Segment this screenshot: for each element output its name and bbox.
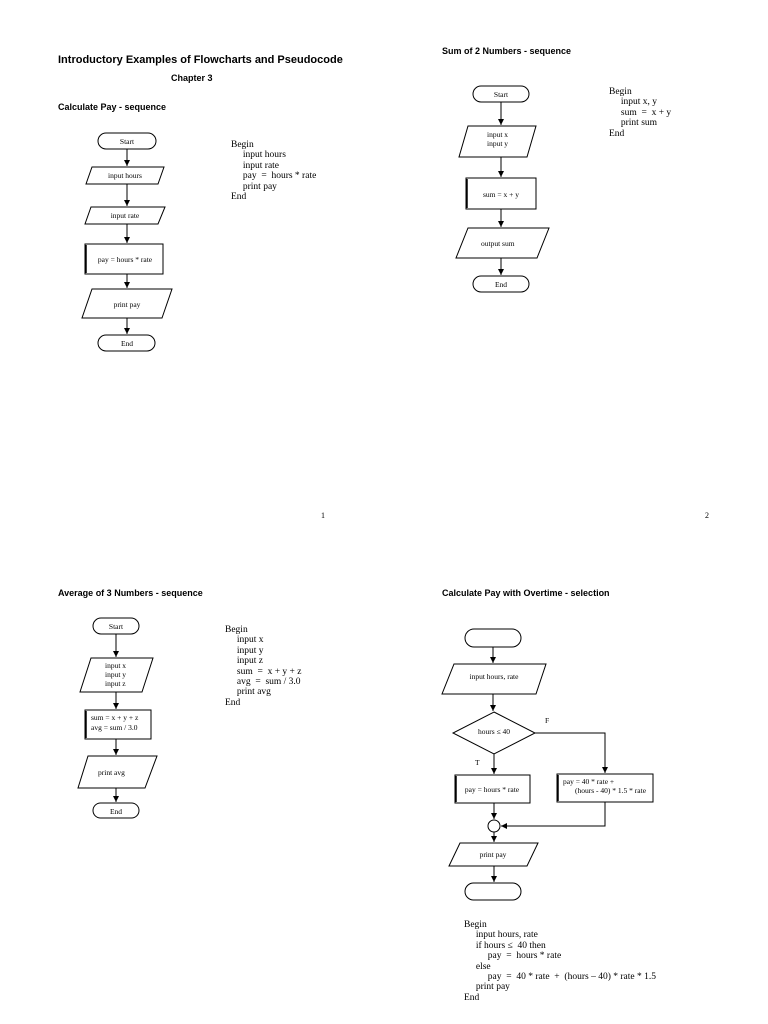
pay-overtime-process-box bbox=[556, 773, 654, 803]
input-xyz-parallelogram bbox=[79, 657, 154, 693]
code-line: End bbox=[225, 697, 241, 708]
code-line: Begin bbox=[231, 140, 254, 150]
code-line: if hours ≤ 40 then bbox=[464, 940, 546, 951]
code-line: input hours, rate bbox=[464, 930, 538, 941]
slide3-pseudocode: Begin input x input y input z sum = x + … bbox=[225, 625, 302, 708]
input-hours-rate-parallelogram bbox=[441, 663, 547, 695]
input-xy-parallelogram bbox=[458, 125, 537, 158]
input-z-label: input z bbox=[105, 679, 126, 688]
code-line: else bbox=[464, 961, 491, 972]
code-line: input rate bbox=[231, 160, 280, 171]
page-number-1: 1 bbox=[321, 511, 325, 520]
input-x-label: input x bbox=[105, 661, 126, 670]
code-line: Begin bbox=[464, 920, 487, 930]
pay-process-label: pay = hours * rate bbox=[98, 255, 153, 264]
slide4-pseudocode: Begin input hours, rate if hours ≤ 40 th… bbox=[464, 920, 656, 1003]
sum-process-label: sum = x + y bbox=[483, 190, 519, 199]
sum-label: sum = x + y + z bbox=[91, 713, 139, 722]
input-y-label: input y bbox=[105, 670, 126, 679]
code-line: sum = x + y + z bbox=[225, 666, 302, 677]
print-avg-label: print avg bbox=[98, 768, 125, 777]
pay-process-box bbox=[84, 243, 164, 275]
start-label: Start bbox=[494, 90, 509, 99]
code-line: End bbox=[609, 128, 625, 139]
code-line: avg = sum / 3.0 bbox=[225, 677, 301, 688]
code-line: End bbox=[231, 192, 247, 203]
end-label: End bbox=[121, 339, 133, 348]
output-sum-label: output sum bbox=[481, 239, 515, 248]
sum-process-box bbox=[465, 177, 537, 210]
slide4-heading: Calculate Pay with Overtime - selection bbox=[442, 588, 610, 598]
chapter-label: Chapter 3 bbox=[171, 73, 213, 83]
code-line: input z bbox=[225, 656, 263, 667]
sum-avg-process-box bbox=[84, 709, 152, 740]
decision-label: hours ≤ 40 bbox=[478, 727, 510, 736]
end-terminal bbox=[464, 882, 522, 901]
false-branch-label: F bbox=[545, 716, 549, 725]
code-line: End bbox=[464, 992, 480, 1003]
code-line: input x bbox=[225, 635, 264, 646]
input-y-label: input y bbox=[487, 139, 508, 148]
merge-connector bbox=[487, 819, 501, 833]
pay-regular-label: pay = hours * rate bbox=[465, 785, 520, 794]
input-rate-label: input rate bbox=[111, 211, 140, 220]
avg-label: avg = sum / 3.0 bbox=[91, 723, 138, 732]
start-terminal bbox=[464, 628, 522, 648]
input-hours-rate-label: input hours, rate bbox=[470, 672, 520, 681]
input-x-label: input x bbox=[487, 130, 508, 139]
code-line: Begin bbox=[225, 625, 248, 635]
slide1-heading: Calculate Pay - sequence bbox=[58, 102, 167, 112]
end-label: End bbox=[495, 280, 507, 289]
print-pay-parallelogram bbox=[448, 842, 539, 867]
end-terminal bbox=[472, 275, 530, 293]
pay-regular-process-box bbox=[454, 774, 531, 804]
end-label: End bbox=[110, 807, 122, 816]
code-line: pay = 40 * rate + (hours – 40) * rate * … bbox=[464, 972, 656, 983]
code-line: print sum bbox=[609, 118, 658, 129]
true-branch-label: T bbox=[475, 758, 480, 767]
code-line: input hours bbox=[231, 150, 286, 161]
slide3-heading: Average of 3 Numbers - sequence bbox=[58, 588, 203, 598]
start-label: Start bbox=[120, 137, 135, 146]
code-line: print pay bbox=[231, 181, 277, 192]
code-line: sum = x + y bbox=[609, 107, 672, 118]
code-line: input x, y bbox=[609, 97, 658, 108]
code-line: pay = hours * rate bbox=[231, 171, 317, 182]
input-hours-label: input hours bbox=[108, 171, 142, 180]
code-line: print avg bbox=[225, 687, 271, 698]
input-hours-parallelogram bbox=[85, 166, 165, 185]
slide2-heading: Sum of 2 Numbers - sequence bbox=[442, 46, 572, 56]
start-label: Start bbox=[109, 622, 124, 631]
end-terminal bbox=[92, 802, 140, 819]
end-terminal bbox=[97, 334, 156, 352]
document-title: Introductory Examples of Flowcharts and … bbox=[58, 54, 343, 66]
print-pay-label: print pay bbox=[114, 300, 141, 309]
input-rate-parallelogram bbox=[84, 206, 166, 225]
print-pay-label: print pay bbox=[480, 850, 507, 859]
slide1-pseudocode: Begin input hours input rate pay = hours… bbox=[231, 140, 316, 202]
page-number-2: 2 bbox=[705, 511, 709, 520]
output-sum-parallelogram bbox=[455, 227, 550, 259]
pay-overtime-label-1: pay = 40 * rate + bbox=[563, 777, 614, 786]
pay-overtime-label-2: (hours - 40) * 1.5 * rate bbox=[575, 786, 647, 795]
code-line: print pay bbox=[464, 982, 510, 993]
print-avg-parallelogram bbox=[77, 755, 158, 789]
code-line: pay = hours * rate bbox=[464, 951, 562, 962]
code-line: input y bbox=[225, 645, 264, 656]
slide2-pseudocode: Begin input x, y sum = x + y print sum E… bbox=[609, 87, 671, 139]
print-pay-parallelogram bbox=[81, 288, 173, 319]
code-line: Begin bbox=[609, 87, 632, 97]
